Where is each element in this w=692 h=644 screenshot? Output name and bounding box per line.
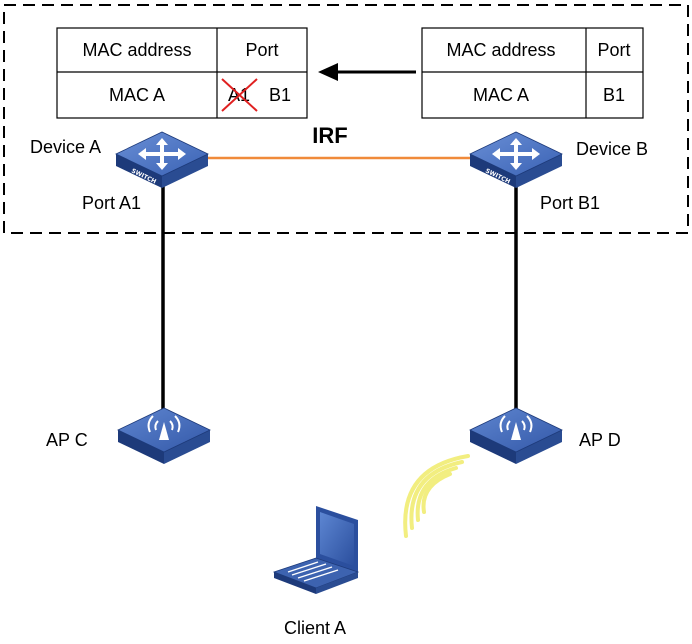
device-b-port-label: Port B1 <box>540 193 600 213</box>
ap-c-label: AP C <box>46 430 88 450</box>
mac-table-device-b: MAC address Port MAC A B1 <box>421 27 644 119</box>
table-b-header-port: Port <box>597 40 630 60</box>
device-b-label: Device B <box>576 139 648 159</box>
irf-label: IRF <box>312 123 347 148</box>
sync-arrow-icon <box>318 63 416 81</box>
device-a-label: Device A <box>30 137 101 157</box>
irf-boundary <box>3 4 689 234</box>
table-a-new-port: B1 <box>269 85 291 105</box>
switch-icon-device-a: SWITCH <box>115 131 209 188</box>
ap-icon-c <box>117 407 211 464</box>
table-b-header-mac: MAC address <box>446 40 555 60</box>
laptop-icon <box>272 506 360 594</box>
strike-cross-icon <box>221 78 258 112</box>
table-a-mac: MAC A <box>109 85 165 105</box>
client-a-label: Client A <box>284 618 346 638</box>
ap-icon-d <box>469 407 563 464</box>
ap-d-label: AP D <box>579 430 621 450</box>
table-a-header-port: Port <box>245 40 278 60</box>
mac-table-device-a: MAC address Port MAC A A1 B1 <box>56 27 308 119</box>
table-b-port: B1 <box>603 85 625 105</box>
device-a-port-label: Port A1 <box>82 193 141 213</box>
table-b-mac: MAC A <box>473 85 529 105</box>
table-a-header-mac: MAC address <box>82 40 191 60</box>
wireless-signal-icon <box>403 454 470 538</box>
switch-icon-device-b: SWITCH <box>469 131 563 188</box>
